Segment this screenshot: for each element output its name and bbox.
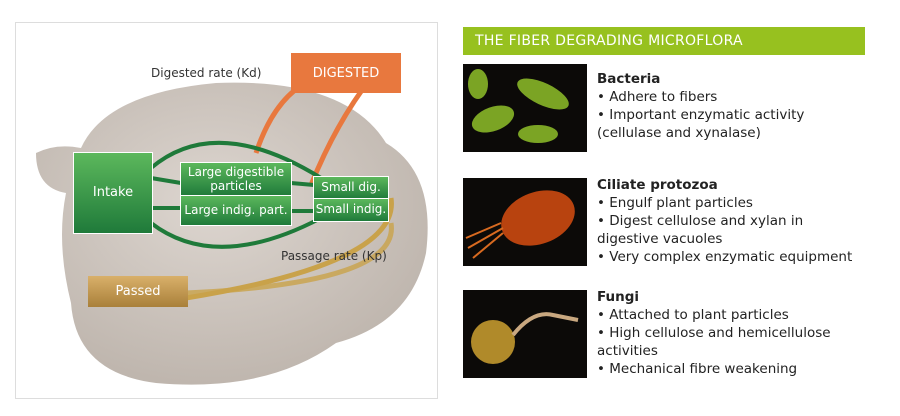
fungi-text: Fungi • Attached to plant particles • Hi…: [597, 288, 872, 378]
large-indigestible-box: Large indig. part.: [180, 195, 292, 226]
item-line: • Attached to plant particles: [597, 307, 789, 323]
passage-rate-label: Passage rate (Kp): [281, 249, 387, 263]
ciliate-protozoa-image: [463, 178, 587, 266]
small-digestible-box: Small dig.: [313, 176, 389, 200]
item-title: Bacteria: [597, 71, 661, 87]
fungi-image: [463, 290, 587, 378]
rumen-diagram: DIGESTED Digested rate (Kd) Intake Large…: [15, 22, 438, 399]
ciliate-protozoa-text: Ciliate protozoa • Engulf plant particle…: [597, 176, 852, 266]
panel-title: THE FIBER DEGRADING MICROFLORA: [463, 27, 865, 55]
item-title: Ciliate protozoa: [597, 177, 718, 193]
passed-box: Passed: [88, 276, 188, 307]
item-line: • Adhere to fibers: [597, 89, 718, 105]
item-line: • Engulf plant particles: [597, 195, 753, 211]
item-line: • Important enzymatic activity (cellulas…: [597, 107, 805, 141]
bacteria-text: Bacteria • Adhere to fibers • Important …: [597, 70, 837, 142]
item-line: • Digest cellulose and xylan in digestiv…: [597, 213, 804, 247]
digested-rate-label: Digested rate (Kd): [151, 66, 262, 80]
digested-box: DIGESTED: [291, 53, 401, 93]
intake-box: Intake: [73, 152, 153, 234]
item-line: • Mechanical fibre weakening: [597, 361, 798, 377]
item-title: Fungi: [597, 289, 640, 305]
item-line: • Very complex enzymatic equipment: [597, 249, 853, 265]
item-line: • High cellulose and hemicellulose activ…: [597, 325, 831, 359]
bacteria-image: [463, 64, 587, 152]
small-indigestible-box: Small indig.: [313, 198, 389, 222]
large-digestible-box: Large digestible particles: [180, 162, 292, 197]
